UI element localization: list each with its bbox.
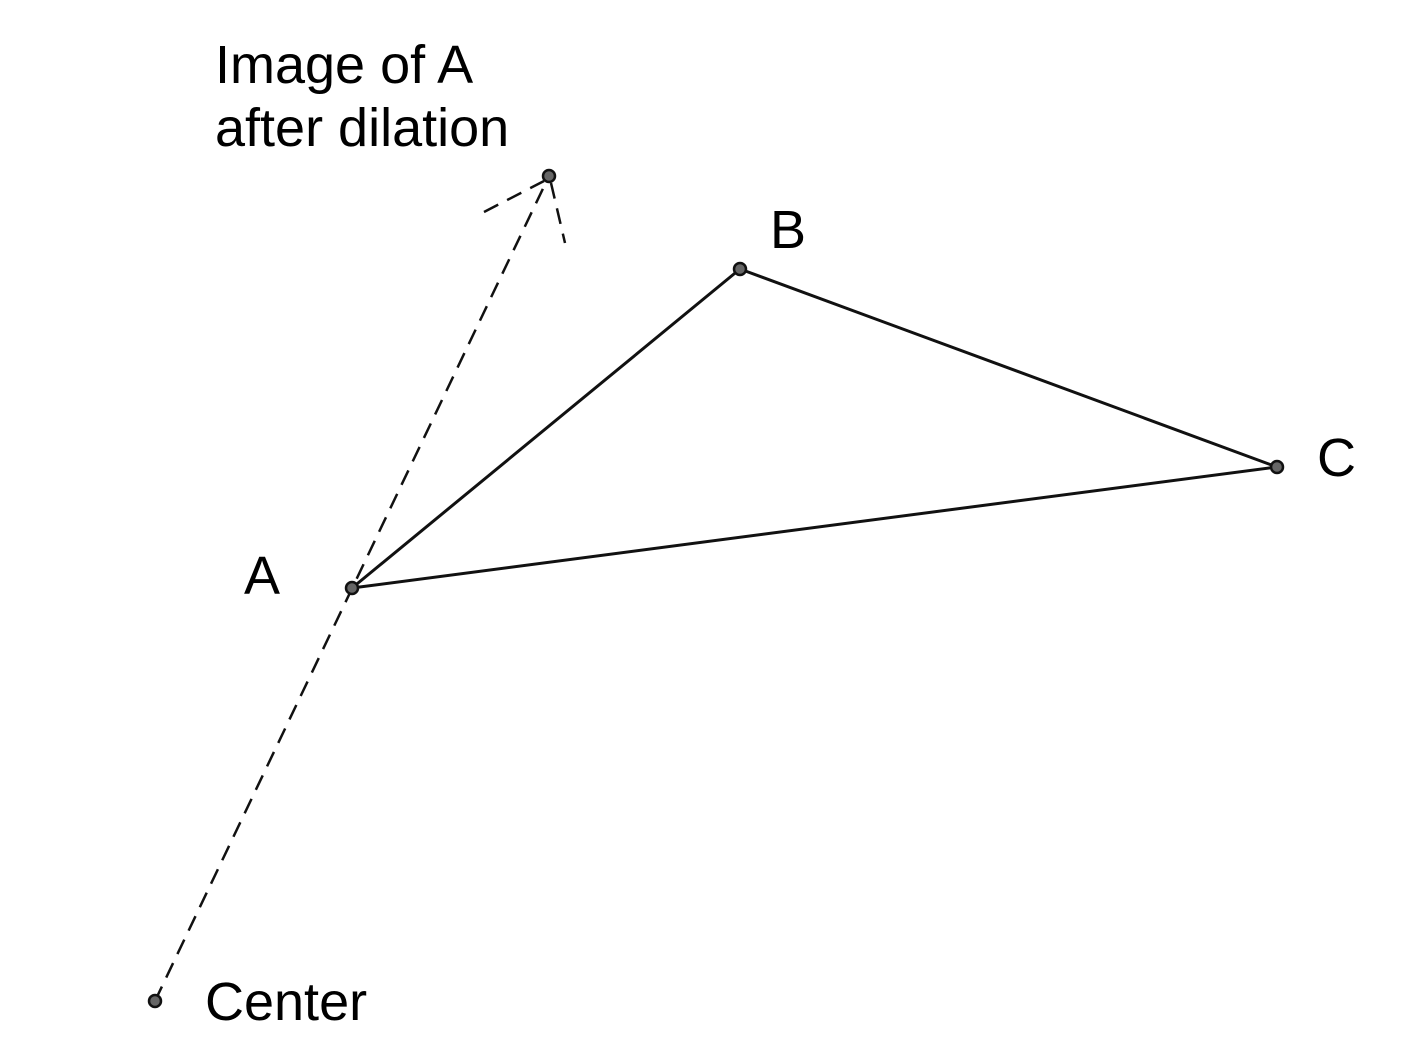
point-a[interactable] <box>344 580 360 596</box>
segment-ac <box>351 465 1278 590</box>
label-c: C <box>1317 428 1356 488</box>
point-c[interactable] <box>1269 459 1285 475</box>
label-image-line1: Image of A <box>215 35 473 95</box>
label-image-line2: after dilation <box>215 98 509 158</box>
point-b[interactable] <box>732 261 748 277</box>
label-center: Center <box>205 972 367 1032</box>
construction-mark-right <box>549 182 567 244</box>
segment-ab <box>351 267 741 590</box>
label-b: B <box>770 200 806 260</box>
segment-bc <box>739 267 1278 469</box>
label-a: A <box>244 546 280 606</box>
point-center[interactable] <box>147 993 163 1009</box>
construction-mark-left <box>483 179 545 214</box>
point-image-of-a[interactable] <box>541 168 557 184</box>
